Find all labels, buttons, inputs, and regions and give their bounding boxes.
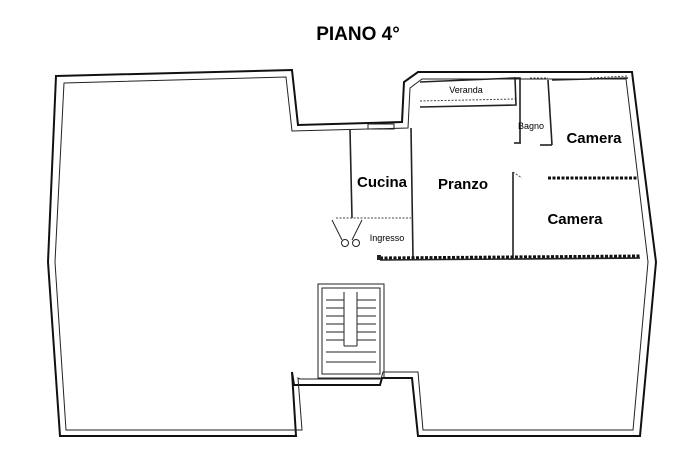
room-label-veranda: Veranda: [449, 85, 483, 95]
room-label-camera-1: Camera: [566, 130, 622, 147]
room-label-cucina: Cucina: [357, 174, 408, 191]
interior-walls: [336, 75, 641, 261]
room-label-bagno: Bagno: [518, 121, 544, 131]
staircase: [317, 283, 385, 379]
floor-title: PIANO 4°: [316, 24, 400, 45]
room-label-pranzo: Pranzo: [438, 176, 488, 193]
outer-walls: [46, 68, 658, 437]
room-label-ingresso: Ingresso: [370, 233, 405, 243]
room-label-camera-2: Camera: [547, 211, 603, 228]
entrance-door-icon: [331, 219, 363, 247]
